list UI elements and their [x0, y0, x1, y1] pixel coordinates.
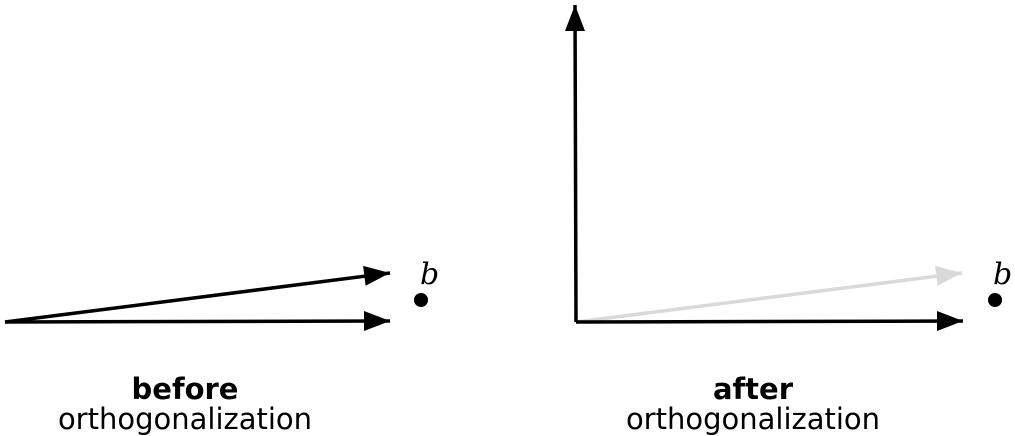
before-caption: before orthogonalization	[30, 374, 340, 434]
before-caption-title: before	[131, 372, 239, 406]
before-panel: b	[4, 257, 439, 331]
after-point-b	[988, 293, 1002, 307]
after-panel: b	[565, 4, 1012, 331]
after-vector-faded	[575, 271, 963, 324]
before-caption-subtitle: orthogonalization	[57, 402, 313, 436]
after-caption-title: after	[712, 372, 794, 406]
after-arrowhead-faded	[935, 265, 962, 286]
after-vector-vertical	[573, 4, 578, 323]
before-arrowhead-horizontal	[364, 311, 390, 331]
after-point-b-label: b	[993, 257, 1012, 292]
after-caption-subtitle: orthogonalization	[625, 402, 881, 436]
before-vector-slanted	[4, 271, 391, 324]
after-vector-horizontal	[575, 319, 964, 324]
after-caption: after orthogonalization	[598, 374, 908, 434]
before-point-b	[414, 293, 428, 307]
after-arrowhead-horizontal	[937, 311, 963, 331]
before-vector-horizontal	[4, 319, 391, 324]
after-arrowhead-vertical	[565, 5, 585, 31]
before-point-b-label: b	[420, 257, 439, 292]
before-arrowhead-slanted	[363, 265, 390, 286]
